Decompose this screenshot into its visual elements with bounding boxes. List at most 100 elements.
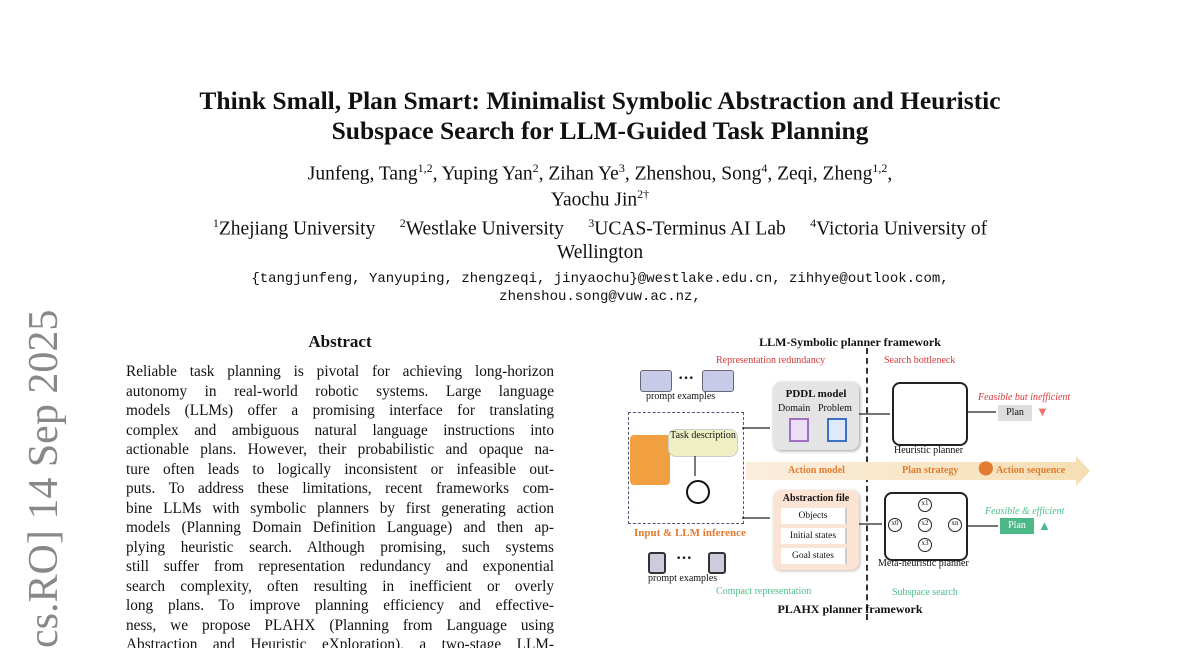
initial-states-item: Initial states [781,528,847,544]
heuristic-planner-graph [892,382,968,446]
action-sequence-label: Action sequence [996,465,1066,476]
author-sup: 1,2 [872,161,888,175]
graph-node: xn [948,518,962,532]
affiliation: Zhejiang University [218,218,376,240]
database-icon [648,552,666,574]
goal-states-item: Goal states [781,548,847,564]
input-llm-label: Input & LLM inference [634,527,746,539]
aff-sup: 4 [810,216,817,230]
thumbs-down-icon: ▼ [1036,404,1049,419]
abstract-line: long plans. To improve planning efficien… [126,597,554,614]
divider [866,348,868,620]
problem-file-icon [827,418,847,442]
problem-label: Problem [818,403,852,414]
affiliation: Victoria University of [816,218,988,240]
ellipsis: ··· [676,550,693,567]
abstract-line: ness, we propose PLAHX (Planning from La… [126,616,554,634]
abstract-line: autonomy in real-world robotic systems. … [126,382,554,400]
paper-title-line2: Subspace Search for LLM-Guided Task Plan… [331,116,869,145]
abstract-heading: Abstract [308,332,372,351]
domain-label: Domain [778,403,811,414]
abstract-line: plying heuristic search. Although promis… [126,538,554,556]
pddl-model-box: PDDL model Domain Problem [773,382,859,450]
figure-arrows [694,411,998,527]
affiliations-line2: Wellington [556,242,644,263]
robot-arm-icon [630,435,670,485]
pddl-model-label: PDDL model [785,388,847,400]
abstraction-file-box: Abstraction file Objects Initial states … [773,490,859,570]
abstraction-file-label: Abstraction file [782,493,850,504]
framework-figure: LLM-Symbolic planner framework Represent… [600,330,1100,620]
search-bottleneck-label: Search bottleneck [884,355,956,366]
task-description-box: Task description [668,429,738,457]
affiliations-line1: 1Zhejiang University 2Westlake Universit… [0,216,1200,241]
emails-line1: {tangjunfeng, Yanyuping, zhengzeqi, jiny… [251,271,949,287]
plan-box-inefficient: Plan [998,405,1032,421]
graph-node: x2 [918,518,932,532]
document-icon [702,370,734,392]
domain-file-icon [789,418,809,442]
authors-line2: Yaochu Jin2† [0,187,1200,212]
objects-item: Objects [781,508,847,524]
pipeline-arrowhead [1076,456,1090,486]
document-icon [640,370,672,392]
meta-planner-label: Meta-heuristic planner [878,558,969,569]
plan-box-efficient: Plan [1000,518,1034,534]
heuristic-planner-label: Heuristic planner [894,445,964,456]
location-pin-icon: ⬤ [978,461,994,476]
pipeline-arrow [746,462,1076,480]
ellipsis: ··· [678,370,695,387]
action-model-label: Action model [788,465,845,476]
abstract-line: search complexity, often resulting in in… [126,577,554,595]
author: Zihan Ye [548,163,619,185]
aff-sup: 1 [212,216,219,230]
abstract-line: puts. To address these limitations, rece… [126,480,554,497]
thumbs-up-icon: ▲ [1038,518,1051,533]
prompt-examples-label: prompt examples [648,573,718,584]
graph-node: x3 [918,538,932,552]
abstract-line: ture often leads to logically inconsiste… [126,460,554,478]
graph-node: x0 [888,518,902,532]
abstract-line: actionable plans. However, their probabi… [126,441,554,458]
author-sup: 2 [532,161,539,175]
abstract-line: still suffer from representation redunda… [126,558,554,575]
database-icon [708,552,726,574]
abstract-body: Reliable task planning is pivotal for ac… [126,362,554,648]
emails-line2: zhenshou.song@vuw.ac.nz, [499,289,701,305]
paper-title-line1: Think Small, Plan Smart: Minimalist Symb… [199,86,1001,115]
openai-icon [686,480,710,504]
affiliation: UCAS-Terminus AI Lab [594,218,786,240]
aff-sup: 2 [399,216,406,230]
author: Zhenshou, Song [634,163,762,185]
compact-rep-label: Compact representation [716,586,812,597]
input-box [628,412,744,524]
author: Yuping Yan [441,163,533,185]
prompt-examples-label: prompt examples [646,391,716,402]
arxiv-stamp: cs.RO] 14 Sep 2025 [21,309,67,648]
figure-bottom-title: PLAHX planner framework [777,602,923,616]
authors-line1: Junfeng, Tang1,2, Yuping Yan2, Zihan Ye3… [307,161,893,185]
author: Zeqi, Zheng [777,163,873,185]
abstract-line: Abstraction and Heuristic eXploration), … [126,636,554,648]
rep-redundancy-label: Representation redundancy [716,355,826,366]
abstract-line: models (Planning Domain Definition Langu… [126,519,554,536]
graph-node: x1 [918,498,932,512]
plan-strategy-label: Plan strategy [902,465,959,476]
feasible-inefficient-label: Feasible but inefficient [978,392,1071,403]
author-sup: 4 [761,161,768,175]
figure-top-title: LLM-Symbolic planner framework [759,335,941,349]
author: Junfeng, Tang [307,163,418,185]
author-sup: 3 [618,161,625,175]
author-sup: 2† [637,187,650,201]
author: Yaochu Jin [550,189,638,211]
aff-sup: 3 [588,216,595,230]
abstract-line: Reliable task planning is pivotal for ac… [126,363,554,380]
author-sup: 1,2 [417,161,433,175]
meta-heuristic-graph: x0 x1 x2 x3 xn [884,492,968,561]
abstract-line: complex and ambiguous natural language i… [126,421,554,439]
feasible-efficient-label: Feasible & efficient [985,506,1065,517]
abstract-line: models (LLMs) offer a promising interfac… [126,402,554,419]
subspace-search-label: Subspace search [892,587,958,598]
affiliation: Westlake University [405,218,564,240]
